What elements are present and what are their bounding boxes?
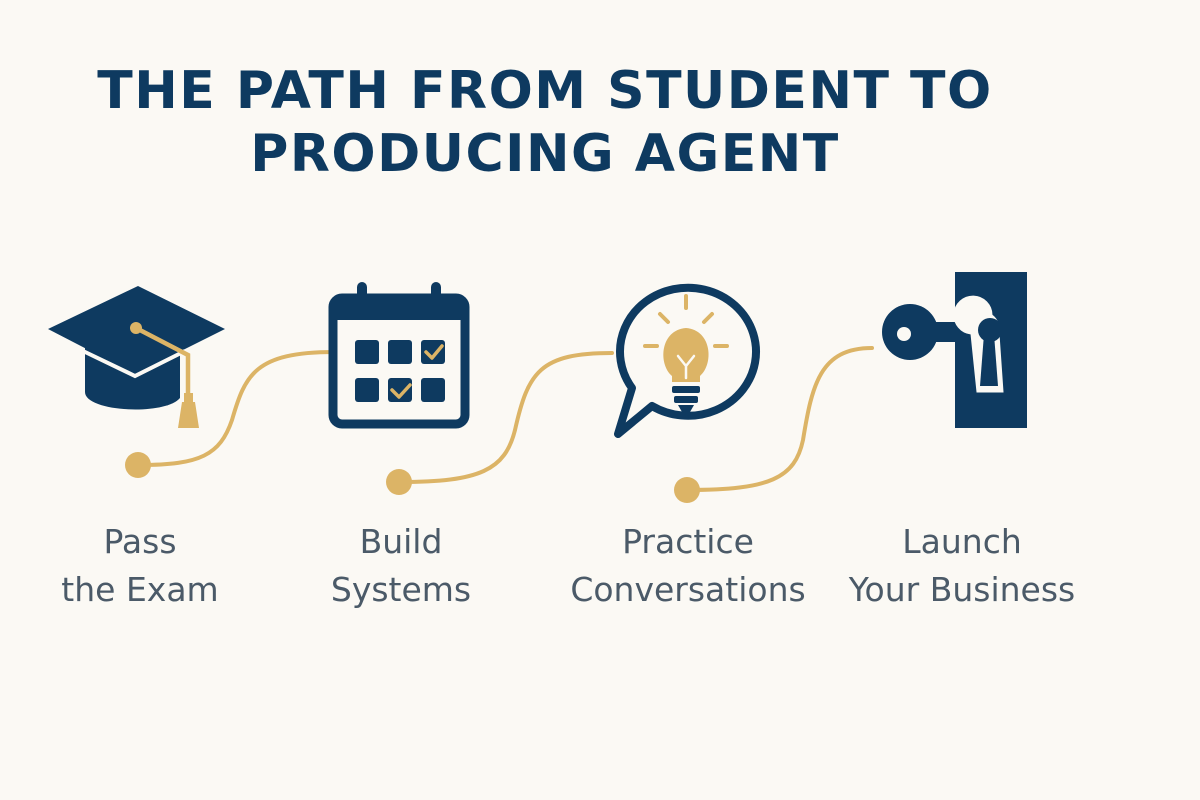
step-label-pass-the-exam: Pass the Exam — [0, 518, 290, 614]
page-title: THE PATH FROM STUDENT TO PRODUCING AGENT — [0, 60, 1090, 186]
step-label-launch-your-business: Launch Your Business — [812, 518, 1112, 614]
step-3-line-2: Conversations — [570, 570, 806, 609]
calendar-icon — [328, 282, 470, 429]
step-4-line-1: Launch — [902, 522, 1022, 561]
key-and-door-icon — [882, 272, 1027, 428]
step-label-build-systems: Build Systems — [251, 518, 551, 614]
path-node-2 — [386, 469, 412, 495]
lightbulb-speech-bubble-icon — [614, 283, 760, 438]
path-node-3 — [674, 477, 700, 503]
connector-1 — [125, 350, 336, 478]
step-1-line-2: the Exam — [61, 570, 219, 609]
step-1-line-1: Pass — [103, 522, 177, 561]
step-2-line-2: Systems — [330, 570, 472, 609]
step-2-line-1: Build — [359, 522, 443, 561]
step-label-practice-conversations: Practice Conversations — [538, 518, 838, 614]
path-node-1 — [125, 452, 151, 478]
title-line-2: PRODUCING AGENT — [250, 124, 840, 184]
title-line-1: THE PATH FROM STUDENT TO — [97, 61, 993, 121]
connector-2 — [386, 351, 614, 495]
connector-3 — [674, 346, 874, 503]
step-4-line-2: Your Business — [848, 570, 1076, 609]
graduation-cap-icon — [48, 286, 225, 428]
step-3-line-1: Practice — [622, 522, 754, 561]
